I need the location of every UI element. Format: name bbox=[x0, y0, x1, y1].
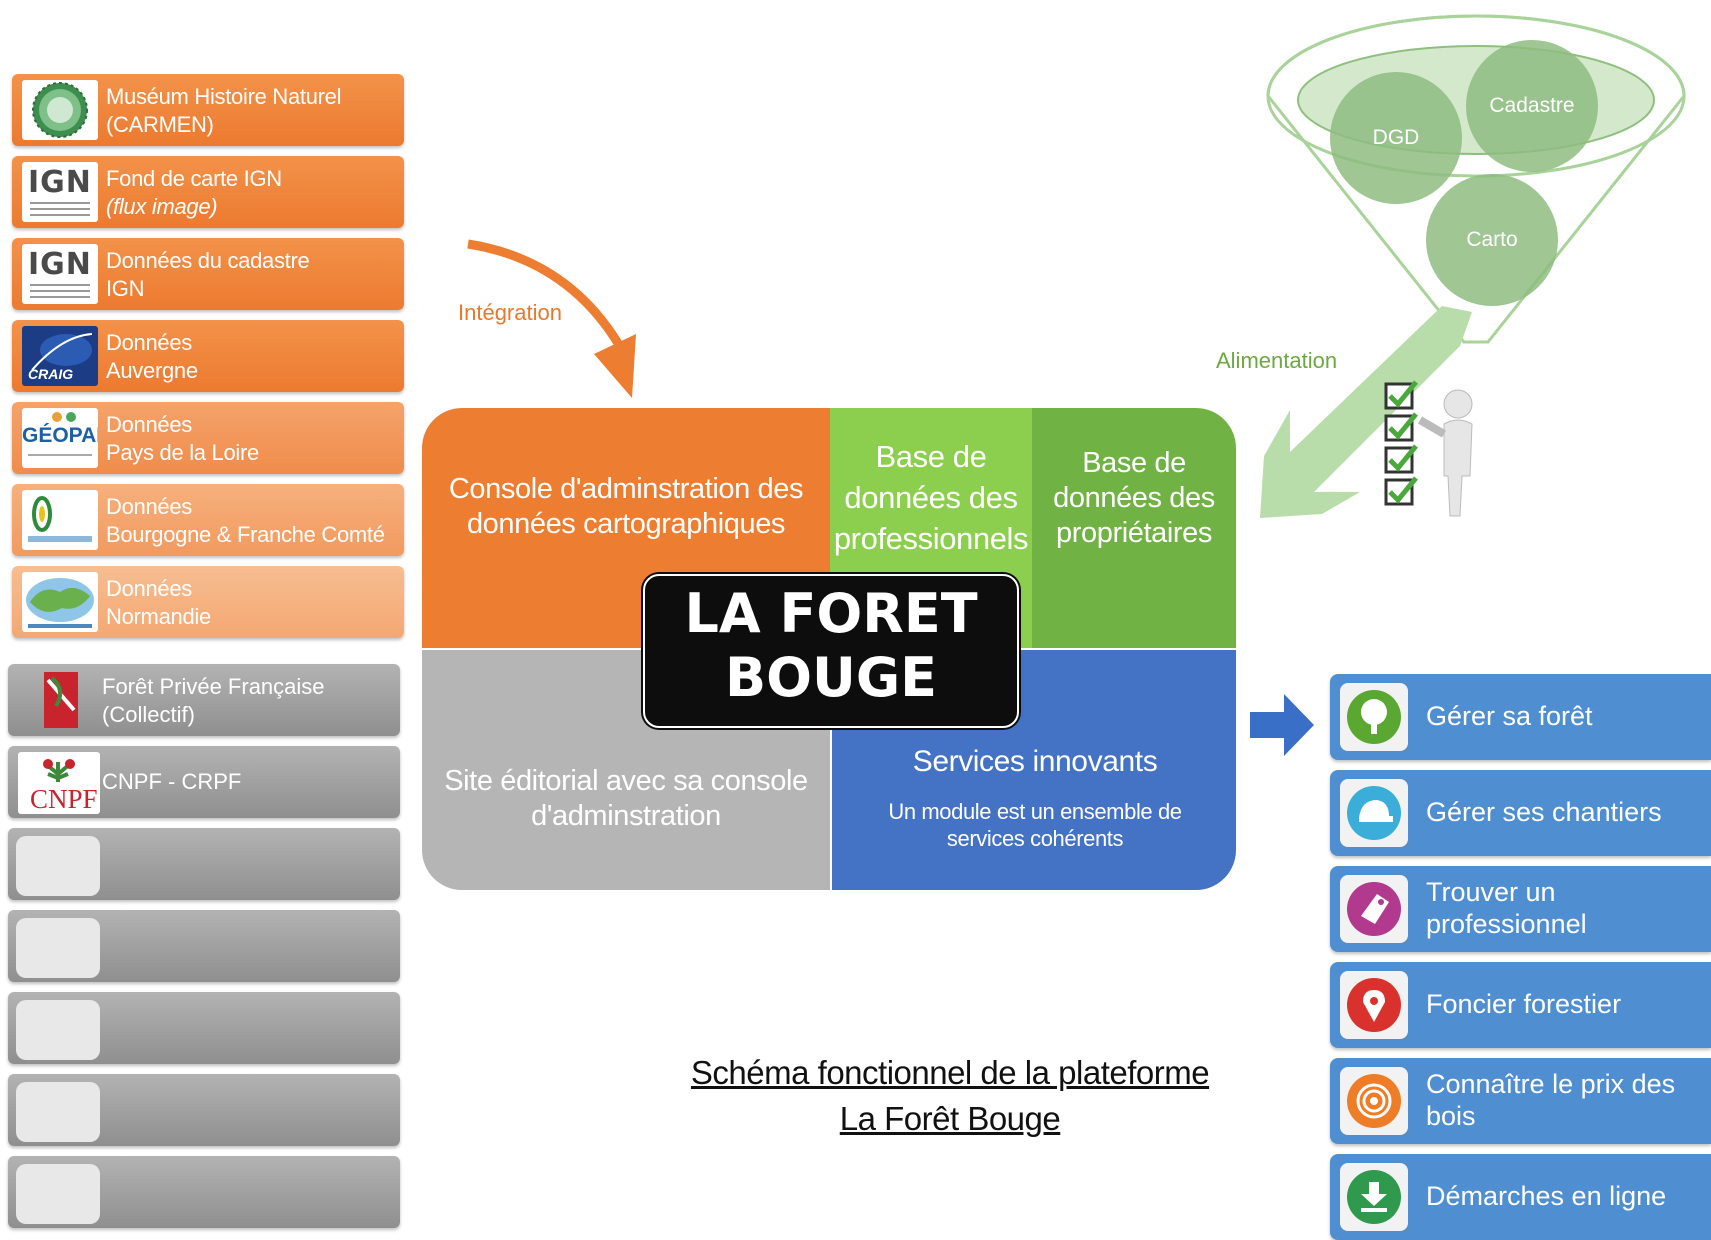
owners-db-block[interactable] bbox=[1032, 408, 1236, 648]
service-label: Gérer ses chantiers bbox=[1426, 797, 1662, 827]
service-forest-land[interactable]: Foncier forestier bbox=[1330, 962, 1711, 1048]
source-item-normandie[interactable]: Données Normandie bbox=[12, 566, 404, 638]
geobourgogne-logo bbox=[22, 490, 98, 550]
source-sublabel: IGN bbox=[106, 276, 145, 301]
integration-label: Intégration bbox=[458, 300, 562, 325]
source-item-auvergne[interactable]: CRAIG Données Auvergne bbox=[12, 320, 404, 392]
empty-partner-slot[interactable] bbox=[8, 910, 400, 982]
empty-logo-placeholder bbox=[16, 836, 100, 896]
service-label: Gérer sa forêt bbox=[1426, 701, 1593, 731]
helmet-icon bbox=[1347, 786, 1401, 840]
empty-logo-placeholder bbox=[16, 1164, 100, 1224]
service-manage-sites[interactable]: Gérer ses chantiers bbox=[1330, 770, 1711, 856]
service-label: Trouver un professionnel bbox=[1426, 877, 1587, 939]
ign-logo: IGN bbox=[22, 162, 98, 222]
service-label: Foncier forestier bbox=[1426, 989, 1622, 1019]
alimentation-arrow bbox=[1260, 306, 1472, 518]
empty-logo-placeholder bbox=[16, 1000, 100, 1060]
empty-partner-slot[interactable] bbox=[8, 828, 400, 900]
source-item-bourgogne[interactable]: Données Bourgogne & Franche Comté bbox=[12, 484, 404, 556]
checklist-person-icon bbox=[1384, 380, 1473, 517]
empty-partner-slot[interactable] bbox=[8, 992, 400, 1064]
editorial-site-label: Site éditorial avec sa console d'adminst… bbox=[444, 765, 808, 832]
admin-console-label: Console d'adminstration des données cart… bbox=[448, 473, 804, 540]
integration-arrow bbox=[467, 239, 636, 398]
museum-seal-logo bbox=[22, 80, 98, 140]
wood-rings-icon bbox=[1347, 1074, 1401, 1128]
alimentation-label: Alimentation bbox=[1216, 348, 1338, 373]
service-manage-forest[interactable]: Gérer sa forêt bbox=[1330, 674, 1711, 760]
foret-privee-logo bbox=[26, 670, 96, 732]
source-item-museum[interactable]: Muséum Histoire Naturel (CARMEN) bbox=[12, 74, 404, 146]
funnel-circle-carto bbox=[1426, 174, 1558, 306]
professionals-db-label: Base de données des professionnels bbox=[833, 439, 1029, 556]
source-sublabel: Normandie bbox=[106, 604, 211, 629]
services-subtitle: Un module est un ensemble de services co… bbox=[888, 799, 1182, 851]
source-label: Muséum Histoire Naturel bbox=[106, 84, 342, 109]
funnel-label: Cadastre bbox=[1489, 94, 1575, 117]
source-label: Données bbox=[106, 576, 192, 601]
source-item-ign-map[interactable]: IGN Fond de carte IGN (flux image) bbox=[12, 156, 404, 228]
owners-db-label: Base de données des propriétaires bbox=[1053, 447, 1215, 549]
source-sublabel: Auvergne bbox=[106, 358, 198, 383]
empty-logo-placeholder bbox=[16, 918, 100, 978]
source-sublabel: (CARMEN) bbox=[106, 112, 214, 137]
source-label: Données bbox=[106, 494, 192, 519]
source-sublabel: Bourgogne & Franche Comté bbox=[106, 522, 385, 547]
download-icon bbox=[1347, 1170, 1401, 1224]
normandie-map-logo bbox=[22, 572, 98, 632]
funnel-label: Carto bbox=[1466, 228, 1518, 251]
partner-label: Forêt Privée Française bbox=[102, 674, 325, 699]
funnel-circle-dgd bbox=[1330, 72, 1462, 204]
la-foret-bouge-logo: LA FORET BOUGE bbox=[643, 574, 1019, 728]
craig-logo: CRAIG bbox=[22, 326, 98, 386]
partner-item-cnpf[interactable]: CNPF CNPF - CRPF bbox=[8, 746, 400, 818]
partner-sublabel: (Collectif) bbox=[102, 702, 195, 727]
source-item-ign-cadastre[interactable]: IGN Données du cadastre IGN bbox=[12, 238, 404, 310]
service-find-professional[interactable]: Trouver un professionnel bbox=[1330, 866, 1711, 952]
funnel-label: DGD bbox=[1372, 126, 1420, 149]
services-title: Services innovants bbox=[912, 745, 1158, 778]
partner-label: CNPF - CRPF bbox=[102, 769, 242, 794]
source-sublabel: (flux image) bbox=[106, 194, 218, 219]
source-label: Données du cadastre bbox=[106, 248, 310, 273]
source-item-pays-de-la-loire[interactable]: GÉOPAL Données Pays de la Loire bbox=[12, 402, 404, 474]
service-wood-prices[interactable]: Connaître le prix des bois bbox=[1330, 1058, 1711, 1144]
location-pin-icon bbox=[1347, 978, 1401, 1032]
right-arrow-icon bbox=[1250, 694, 1314, 756]
source-label: Données bbox=[106, 412, 192, 437]
caption-line-2: La Forêt Bouge bbox=[839, 1100, 1061, 1137]
source-label: Fond de carte IGN bbox=[106, 166, 282, 191]
service-label: Démarches en ligne bbox=[1426, 1181, 1667, 1211]
ign-logo: IGN bbox=[22, 244, 98, 304]
service-online-procedures[interactable]: Démarches en ligne bbox=[1330, 1154, 1711, 1240]
funnel-circle-cadastre bbox=[1466, 40, 1598, 172]
empty-partner-slot[interactable] bbox=[8, 1074, 400, 1146]
service-label: Connaître le prix des bois bbox=[1426, 1069, 1676, 1131]
cnpf-logo: CNPF bbox=[18, 752, 100, 814]
diagram-caption: Schéma fonctionnel de la plateforme La F… bbox=[620, 1050, 1280, 1142]
tag-icon bbox=[1347, 882, 1401, 936]
partner-item-foret-privee[interactable]: Forêt Privée Française (Collectif) bbox=[8, 664, 400, 736]
caption-line-1: Schéma fonctionnel de la plateforme bbox=[690, 1054, 1210, 1091]
geopal-logo: GÉOPAL bbox=[22, 408, 98, 468]
source-sublabel: Pays de la Loire bbox=[106, 440, 259, 465]
empty-partner-slot[interactable] bbox=[8, 1156, 400, 1228]
source-label: Données bbox=[106, 330, 192, 355]
empty-logo-placeholder bbox=[16, 1082, 100, 1142]
tree-icon bbox=[1347, 690, 1401, 744]
